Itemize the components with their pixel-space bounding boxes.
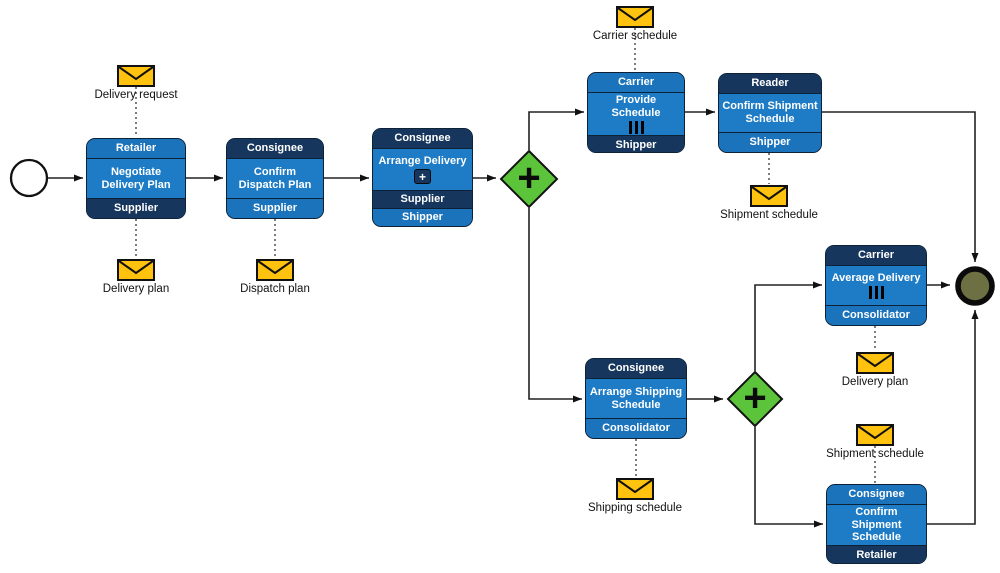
gateway-plus-icon: + (517, 155, 541, 200)
task-provide-schedule[interactable]: Carrier Provide Schedule Shipper (587, 72, 685, 153)
message-delivery-request[interactable] (117, 65, 155, 92)
message-label: Shipment schedule (720, 209, 818, 221)
task-name: Arrange Shipping Schedule (589, 385, 683, 411)
message-label: Delivery plan (841, 376, 909, 388)
envelope-icon (117, 259, 155, 281)
task-header: Consignee (586, 359, 686, 378)
task-header: Carrier (588, 73, 684, 92)
flow-gateway2-to-average-delivery (754, 281, 822, 371)
task-header: Consignee (373, 129, 472, 148)
task-name: Confirm Dispatch Plan (238, 165, 312, 191)
task-header: Retailer (87, 139, 185, 158)
start-event-icon (9, 158, 49, 198)
task-name: Arrange Delivery (378, 154, 467, 167)
task-name: Confirm Shipment Schedule (722, 100, 818, 125)
message-label: Dispatch plan (240, 283, 310, 295)
task-name: Provide Schedule (611, 94, 661, 119)
envelope-icon (616, 478, 654, 500)
gateway-plus-icon: + (743, 375, 767, 420)
subprocess-plus-icon: + (414, 169, 431, 185)
message-label: Delivery request (94, 89, 178, 101)
message-delivery-plan-left[interactable] (117, 259, 155, 286)
end-event[interactable] (952, 263, 998, 309)
task-footer: Shipper (719, 132, 821, 152)
task-name: Average Delivery (831, 271, 921, 284)
task-footer: Supplier (227, 198, 323, 218)
task-footer: Consolidator (826, 305, 926, 325)
parallel-gateway-1[interactable]: + (499, 149, 559, 209)
envelope-icon (616, 6, 654, 28)
flow-confirm-shipment-retailer-to-end (927, 310, 979, 525)
task-confirm-dispatch-plan[interactable]: Consignee Confirm Dispatch Plan Supplier (226, 138, 324, 219)
message-shipment-schedule-right[interactable] (856, 424, 894, 451)
envelope-icon (856, 424, 894, 446)
task-confirm-shipment-schedule-retailer[interactable]: Consignee Confirm Shipment Schedule Reta… (826, 484, 927, 564)
task-name: Negotiate Delivery Plan (101, 165, 171, 191)
message-dispatch-plan[interactable] (256, 259, 294, 286)
multi-instance-icon (628, 121, 644, 135)
task-arrange-shipping-schedule[interactable]: Consignee Arrange Shipping Schedule Cons… (585, 358, 687, 439)
flow-reader-to-end (822, 111, 979, 262)
multi-instance-icon (868, 286, 884, 300)
task-footer: Retailer (827, 544, 926, 563)
task-header: Carrier (826, 246, 926, 265)
task-band: Shipper (373, 208, 472, 226)
task-negotiate-delivery-plan[interactable]: Retailer Negotiate Delivery Plan Supplie… (86, 138, 186, 219)
message-label: Shipping schedule (588, 502, 682, 514)
task-footer: Supplier (87, 198, 185, 218)
gateway-diamond-icon (726, 370, 784, 428)
message-delivery-plan-right[interactable] (856, 352, 894, 379)
message-shipping-schedule[interactable] (616, 478, 654, 505)
task-confirm-shipment-schedule-reader[interactable]: Reader Confirm Shipment Schedule Shipper (718, 73, 822, 153)
message-shipment-schedule-reader[interactable] (750, 185, 788, 212)
task-header: Consignee (827, 485, 926, 504)
flow-gateway1-to-arrange-shipping (528, 208, 582, 403)
message-label: Shipment schedule (826, 448, 924, 460)
task-name: Confirm Shipment Schedule (851, 506, 902, 544)
message-label: Delivery plan (102, 283, 170, 295)
end-event-icon (955, 266, 995, 306)
task-band: Supplier (373, 190, 472, 208)
envelope-icon (117, 65, 155, 87)
message-carrier-schedule[interactable] (616, 6, 654, 33)
envelope-icon (856, 352, 894, 374)
flow-gateway2-to-confirm-shipment-retailer (754, 427, 823, 528)
envelope-icon (256, 259, 294, 281)
task-arrange-delivery[interactable]: Consignee Arrange Delivery + Supplier Sh… (372, 128, 473, 227)
task-header: Consignee (227, 139, 323, 158)
task-average-delivery[interactable]: Carrier Average Delivery Consolidator (825, 245, 927, 326)
envelope-icon (750, 185, 788, 207)
parallel-gateway-2[interactable]: + (726, 370, 784, 428)
task-header: Reader (719, 74, 821, 93)
start-event[interactable] (9, 158, 49, 198)
flow-gateway1-to-provide-schedule (528, 108, 584, 150)
gateway-diamond-icon (499, 149, 559, 209)
task-footer: Consolidator (586, 418, 686, 438)
message-label: Carrier schedule (592, 30, 678, 42)
task-footer: Shipper (588, 135, 684, 152)
